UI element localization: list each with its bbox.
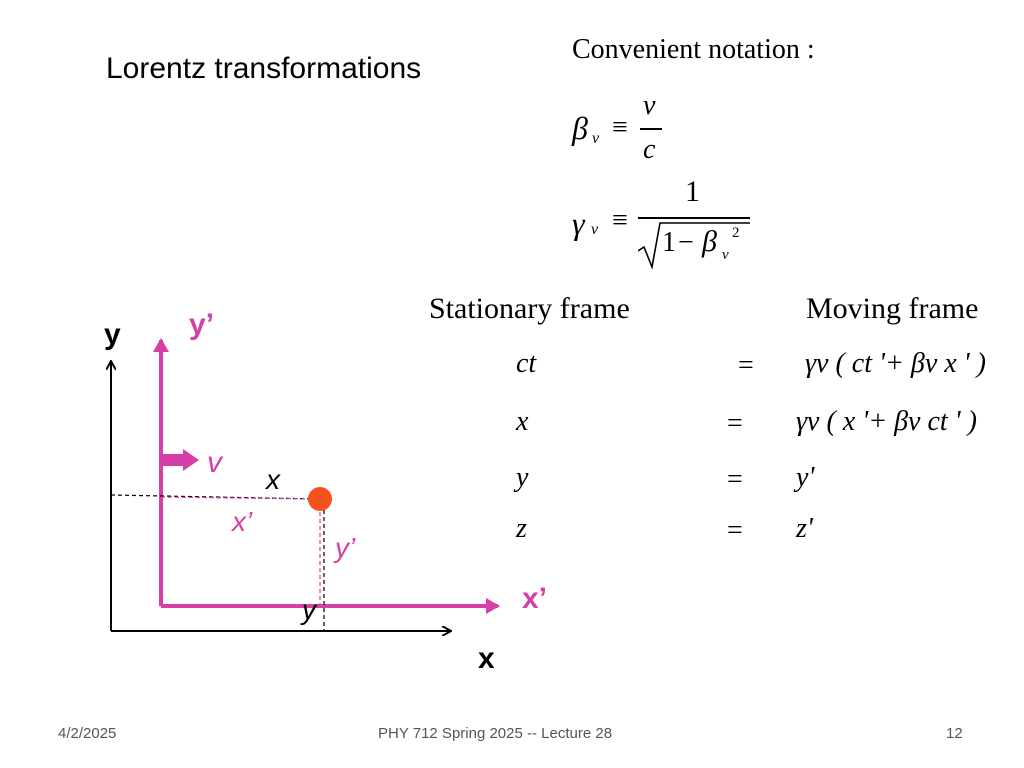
equiv-sign: ≡: [612, 205, 628, 236]
y-prime-axis-label: y’: [189, 308, 215, 341]
footer-date: 4/2/2025: [58, 725, 117, 742]
eq-z-equals: =: [727, 515, 743, 546]
beta-symbol: β: [572, 110, 588, 146]
eq-ct-equals: =: [738, 350, 754, 381]
beta-definition: β v ≡ v c: [570, 90, 690, 172]
x-axis-label: x: [478, 642, 495, 675]
gamma-definition: γ v ≡ 1 1 − β v 2: [570, 175, 770, 275]
x-prime-axis-label: x’: [522, 582, 548, 615]
beta-subscript: v: [592, 130, 600, 147]
x-projection-dashed: [110, 494, 319, 500]
eq-z-lhs: z: [516, 513, 527, 544]
den-subscript: v: [722, 247, 729, 263]
den-exponent: 2: [732, 225, 740, 241]
point-y-prime-label: y’: [335, 532, 356, 563]
point-x-prime-label: x’: [232, 506, 253, 537]
beta-numerator: v: [643, 90, 656, 121]
slide-title: Lorentz transformations: [106, 52, 422, 85]
footer-course: PHY 712 Spring 2025 -- Lecture 28: [378, 725, 613, 742]
gamma-subscript: v: [591, 221, 599, 238]
velocity-label: v: [207, 446, 222, 479]
stationary-frame-heading: Stationary frame: [429, 292, 630, 325]
den-minus: −: [678, 227, 694, 258]
velocity-arrow-head: [183, 449, 199, 471]
eq-z-rhs: z': [796, 513, 813, 544]
footer-page-number: 12: [946, 725, 963, 742]
eq-y-lhs: y: [516, 462, 529, 493]
gamma-numerator: 1: [685, 175, 700, 208]
eq-ct-lhs: ct: [516, 348, 537, 379]
sqrt-sign: [638, 222, 750, 270]
y-axis-label: y: [104, 318, 121, 351]
gamma-symbol: γ: [572, 205, 585, 241]
event-point: [308, 487, 332, 511]
eq-y-rhs: y': [796, 462, 815, 493]
moving-frame-heading: Moving frame: [806, 292, 979, 325]
x-prime-projection-dashed: [160, 496, 317, 500]
equiv-sign: ≡: [612, 112, 628, 143]
den-one: 1: [662, 227, 676, 258]
notation-heading: Convenient notation :: [572, 34, 815, 65]
eq-x-lhs: x: [516, 406, 529, 437]
eq-y-equals: =: [727, 464, 743, 495]
point-x-label: x: [266, 464, 280, 495]
point-y-label: y: [302, 594, 316, 625]
eq-x-equals: =: [727, 408, 743, 439]
velocity-arrow-shaft: [163, 454, 185, 466]
eq-x-rhs: γv ( x '+ βv ct ' ): [796, 406, 977, 437]
fraction-bar: [640, 128, 662, 130]
fraction-bar: [638, 217, 750, 219]
den-beta: β: [702, 225, 717, 258]
eq-ct-rhs: γv ( ct '+ βv x ' ): [805, 348, 986, 379]
beta-denominator: c: [643, 134, 656, 165]
